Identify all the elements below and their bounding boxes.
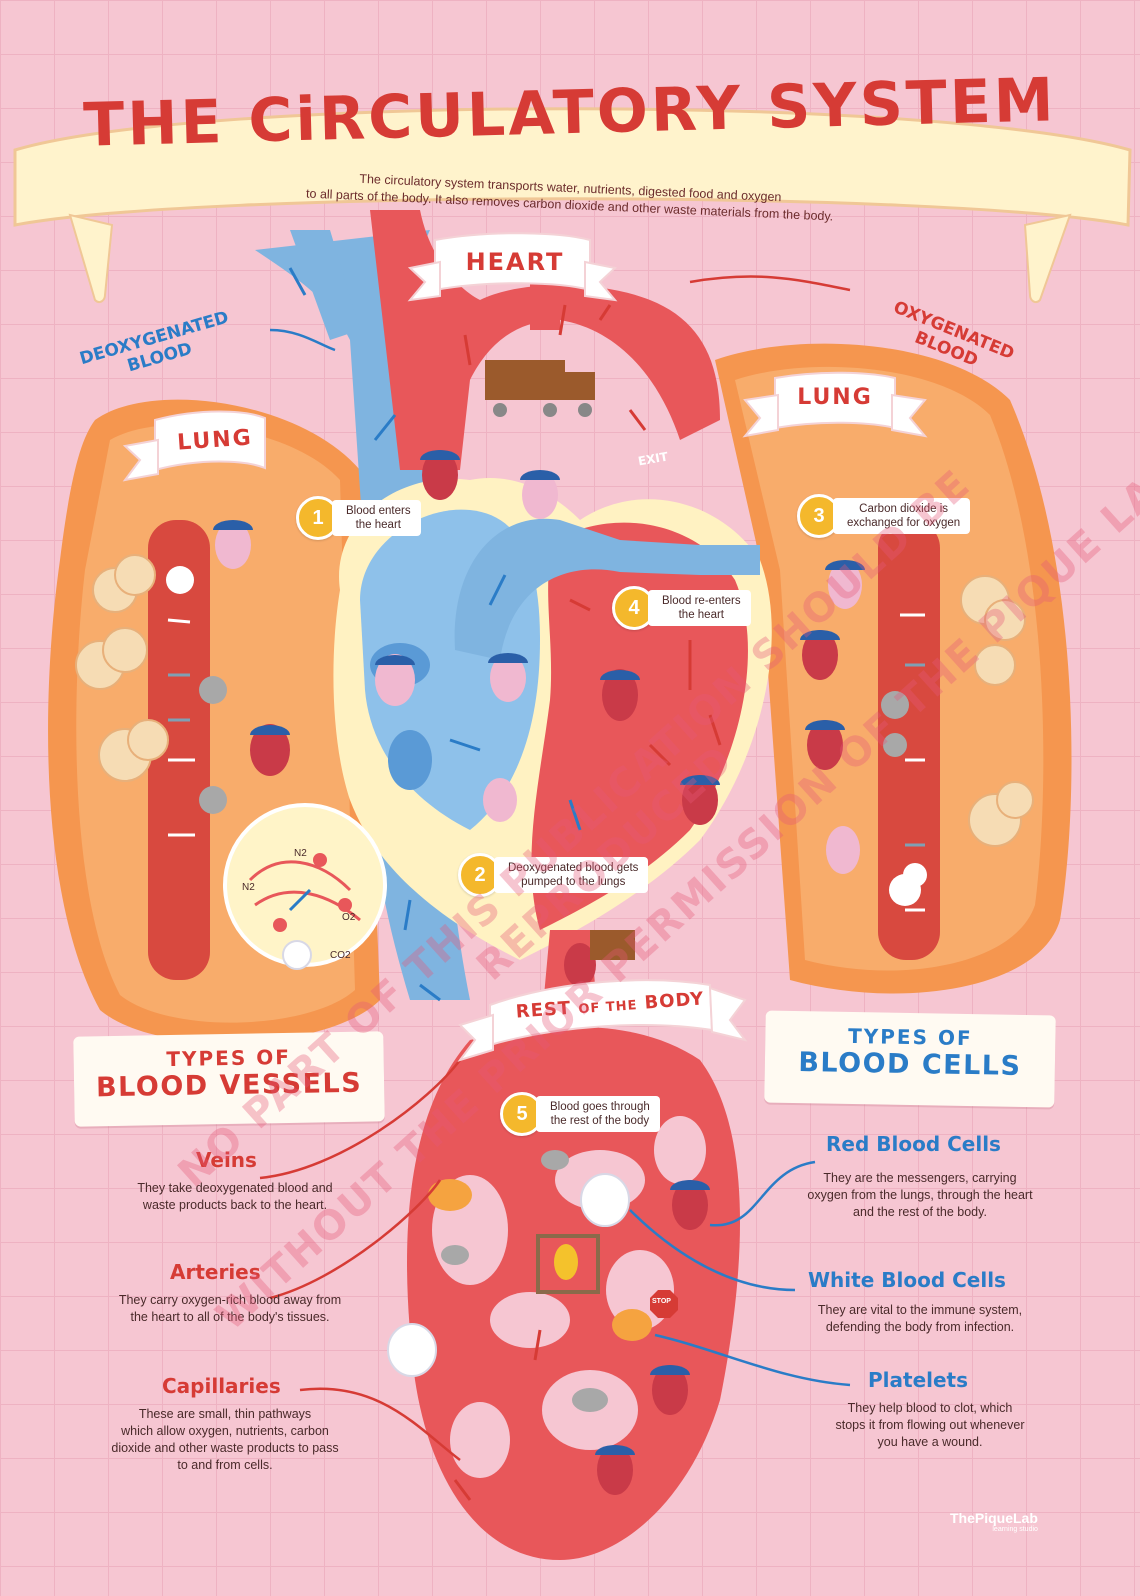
desc-line: to and from cells.: [177, 1458, 273, 1472]
logo-name: ThePiqueLab: [950, 1510, 1038, 1526]
desc-line: waste products back to the heart.: [142, 1198, 328, 1212]
step-text: Blood goes through the rest of the body: [536, 1096, 660, 1132]
types-of-blood-cells-box: TYPES OF BLOOD CELLS: [764, 1010, 1056, 1108]
platelets-description: They help blood to clot, which stops it f…: [790, 1400, 1070, 1451]
of-the-word: OF THE: [578, 998, 639, 1018]
gas-label-n2: N2: [294, 848, 307, 859]
box-line2: BLOOD CELLS: [798, 1047, 1022, 1082]
lung-left-ribbon: [154, 410, 266, 472]
white-blood-cells-description: They are vital to the immune system, defe…: [780, 1302, 1060, 1336]
step-text: Blood enters the heart: [332, 500, 421, 536]
step-line: Blood enters: [346, 505, 411, 517]
desc-line: which allow oxygen, nutrients, carbon: [121, 1424, 329, 1438]
brand-logo: ThePiqueLab learning studio: [950, 1510, 1038, 1533]
gas-label-o2: O2: [342, 912, 356, 923]
red-blood-cells-heading: Red Blood Cells: [826, 1132, 1001, 1156]
title-banner: [13, 107, 1132, 227]
step-line: the heart: [678, 609, 725, 621]
desc-line: oxygen from the lungs, through the heart: [807, 1188, 1033, 1202]
arteries-description: They carry oxygen-rich blood away from th…: [80, 1292, 380, 1326]
desc-line: They are the messengers, carrying: [823, 1171, 1017, 1185]
desc-line: the heart to all of the body's tissues.: [130, 1310, 330, 1324]
step-line: Blood re-enters: [662, 595, 741, 607]
gas-label-co2: CO2: [330, 950, 351, 961]
desc-line: dioxide and other waste products to pass: [111, 1441, 339, 1455]
step-line: the rest of the body: [550, 1115, 650, 1127]
desc-line: They take deoxygenated blood and: [137, 1181, 333, 1195]
desc-line: you have a wound.: [877, 1435, 983, 1449]
veins-description: They take deoxygenated blood and waste pr…: [90, 1180, 380, 1214]
body-word: BODY: [643, 988, 705, 1014]
step-text: Carbon dioxide is exchanged for oxygen: [833, 498, 971, 534]
desc-line: They are vital to the immune system,: [817, 1303, 1023, 1317]
gas-label-n2: N2: [242, 882, 255, 893]
veins-heading: Veins: [196, 1148, 257, 1172]
capillaries-heading: Capillaries: [162, 1374, 281, 1398]
step-text: Blood re-enters the heart: [648, 590, 751, 626]
lung-right-label: LUNG: [797, 385, 873, 410]
step-line: Carbon dioxide is: [859, 503, 949, 515]
stop-sign-label: STOP: [652, 1298, 671, 1305]
red-blood-cells-description: They are the messengers, carrying oxygen …: [780, 1170, 1060, 1221]
step-line: pumped to the lungs: [521, 876, 626, 888]
desc-line: They help blood to clot, which: [847, 1401, 1013, 1415]
desc-line: stops it from flowing out whenever: [835, 1418, 1025, 1432]
types-of-blood-vessels-box: TYPES OF BLOOD VESSELS: [73, 1031, 385, 1127]
right-lung-vessel: [878, 520, 940, 960]
desc-line: They carry oxygen-rich blood away from: [118, 1293, 342, 1307]
box-line2: BLOOD VESSELS: [95, 1067, 363, 1104]
white-blood-cells-heading: White Blood Cells: [808, 1268, 1006, 1292]
logo-tagline: learning studio: [992, 1526, 1038, 1533]
platelets-heading: Platelets: [868, 1368, 969, 1392]
left-lung-vessel: [148, 520, 210, 980]
desc-line: defending the body from infection.: [825, 1320, 1015, 1334]
step-line: exchanged for oxygen: [847, 517, 961, 529]
heart-label: HEART: [465, 248, 565, 276]
step-line: Blood goes through: [550, 1101, 650, 1113]
arteries-heading: Arteries: [170, 1260, 261, 1284]
step-line: the heart: [355, 519, 401, 531]
capillaries-description: These are small, thin pathways which allo…: [80, 1406, 370, 1474]
rest-word: REST: [515, 997, 572, 1023]
desc-line: and the rest of the body.: [853, 1205, 987, 1219]
desc-line: These are small, thin pathways: [138, 1407, 312, 1421]
step-line: Deoxygenated blood gets: [508, 862, 639, 874]
aorta: [370, 210, 720, 470]
step-text: Deoxygenated blood gets pumped to the lun…: [494, 857, 649, 893]
pulmonary-artery: [454, 518, 760, 660]
